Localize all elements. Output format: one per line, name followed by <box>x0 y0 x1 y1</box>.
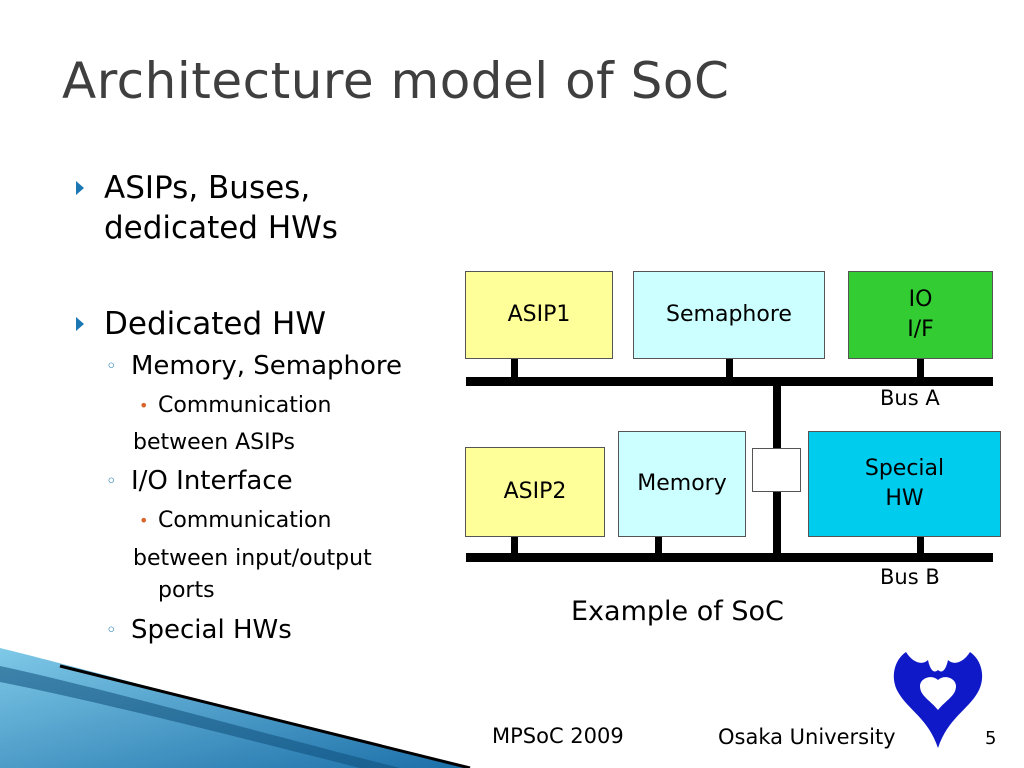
semaphore-label: Semaphore <box>666 302 792 327</box>
bus-b-stub <box>655 534 662 555</box>
bullet-text: Communication <box>158 508 332 533</box>
asip1-label: ASIP1 <box>507 302 571 327</box>
bus-b-stub <box>917 534 924 555</box>
bus-b-stub <box>511 534 518 555</box>
bullet-text: ASIPs, Buses, <box>104 170 311 206</box>
bullet-text: Communication <box>158 393 332 418</box>
bus-a-stub <box>917 357 924 379</box>
asip2-label: ASIP2 <box>503 479 567 504</box>
bullet-text: between ASIPs <box>133 430 295 455</box>
bullet-text: Memory, Semaphore <box>131 351 403 381</box>
bus-b-label: Bus B <box>880 565 940 589</box>
bus-a-stub <box>511 357 518 379</box>
bus-b-line <box>466 553 993 562</box>
page-title: Architecture model of SoC <box>62 52 730 110</box>
bullet-triangle-icon <box>76 181 84 195</box>
bullet-text: dedicated HWs <box>104 210 338 246</box>
semaphore-block: Semaphore <box>633 271 825 359</box>
diagram-caption: Example of SoC <box>571 596 784 627</box>
special-hw-block: Special HW <box>808 431 1001 537</box>
asip2-block: ASIP2 <box>465 447 605 537</box>
io-label: I/F <box>907 317 934 342</box>
bus-a-line <box>466 377 993 386</box>
bullet-text: ports <box>158 578 215 603</box>
bullet-text: Special HWs <box>131 615 292 645</box>
memory-label: Memory <box>637 471 727 496</box>
bullet-text: Dedicated HW <box>104 306 326 342</box>
bullet-ring-icon: ◦ <box>106 356 117 377</box>
bullet-text: I/O Interface <box>131 466 293 496</box>
osaka-university-logo <box>893 652 983 748</box>
bus-a-label: Bus A <box>880 386 940 410</box>
page-number: 5 <box>985 728 997 749</box>
bridge-block <box>752 448 801 492</box>
io-label: IO <box>908 287 933 312</box>
bullet-ring-icon: ◦ <box>106 471 117 492</box>
bullet-dot-icon: • <box>139 511 149 530</box>
bullet-dot-icon: • <box>139 396 149 415</box>
blue-swoosh-decoration <box>0 648 471 768</box>
footer-conference: MPSoC 2009 <box>492 724 624 748</box>
bullet-ring-icon: ◦ <box>106 620 117 641</box>
asip1-block: ASIP1 <box>465 271 613 359</box>
bullet-triangle-icon <box>76 317 84 331</box>
special-hw-label: Special <box>864 456 945 481</box>
bus-a-stub <box>726 357 733 379</box>
memory-block: Memory <box>618 431 746 537</box>
footer-university: Osaka University <box>718 725 896 749</box>
special-hw-label: HW <box>885 486 924 511</box>
io-block: IO I/F <box>848 271 993 359</box>
bullet-text: between input/output <box>133 546 372 571</box>
